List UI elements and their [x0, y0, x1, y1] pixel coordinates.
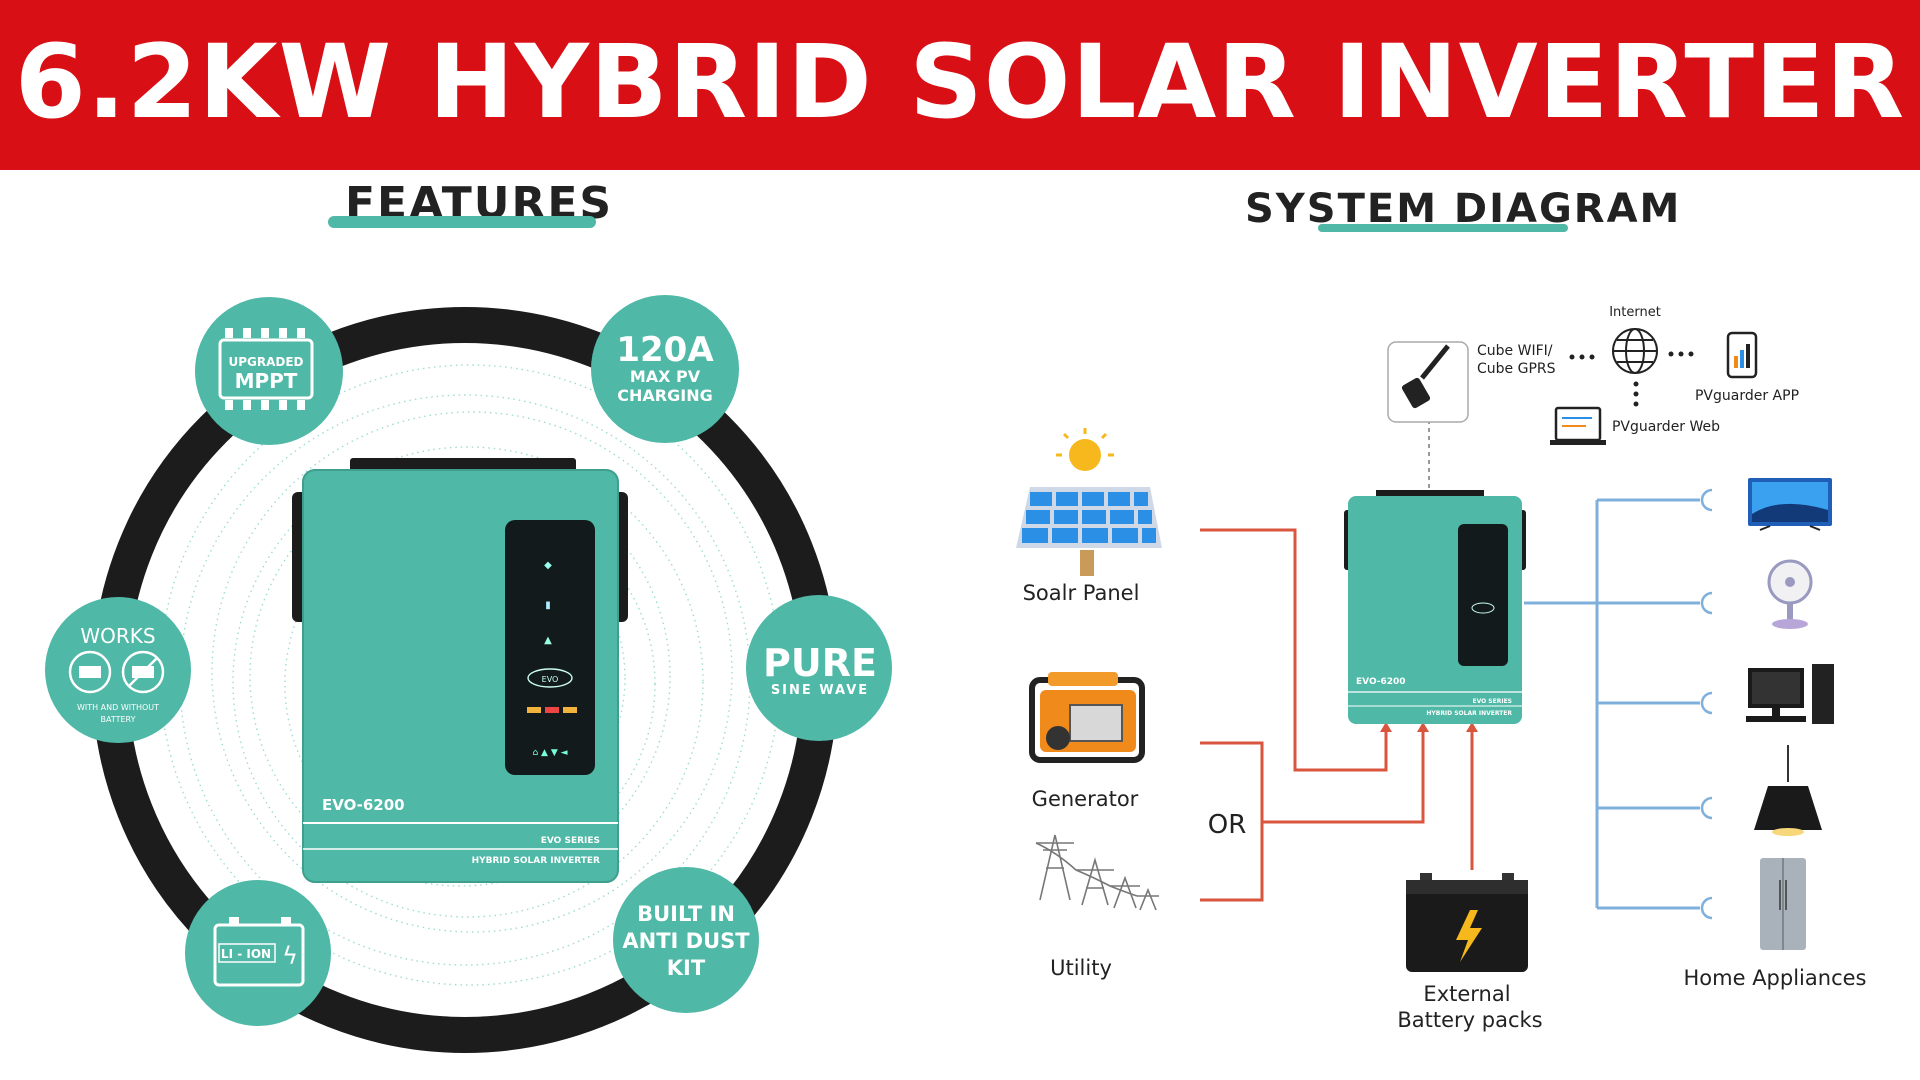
features-graphic: ◆ ▮ ▲ EVO ⌂ ▲ ▼ ◄ EVO-6200 EVO SERIES HY…: [45, 295, 892, 1053]
source-wiring: [1200, 528, 1474, 902]
svg-text:⌂ ▲ ▼ ◄: ⌂ ▲ ▼ ◄: [532, 748, 567, 758]
laptop-web-icon: [1550, 406, 1606, 445]
battery-label-line2: Battery packs: [1397, 1008, 1542, 1032]
phone-app-icon: [1726, 331, 1758, 379]
fan-icon: [1767, 559, 1813, 629]
badge-works-line2: WITH AND WITHOUT: [77, 703, 159, 712]
page-title: 6.2KW HYBRID SOLAR INVERTER: [14, 23, 1906, 142]
cube-wifi-icon: [1387, 341, 1469, 423]
badge-dust-line3: KIT: [667, 956, 706, 980]
computer-icon: [1746, 664, 1834, 724]
badge-works-line1: WORKS: [80, 624, 155, 648]
inverter-series: EVO SERIES: [541, 836, 600, 846]
battery-icon: [68, 650, 112, 694]
badge-120a: 120A MAX PV CHARGING: [591, 295, 739, 443]
badge-120a-line2: MAX PV: [630, 367, 701, 386]
badge-dust-line2: ANTI DUST: [622, 929, 750, 953]
badge-works-line3: BATTERY: [101, 715, 136, 724]
app-label: PVguarder APP: [1695, 388, 1799, 404]
cube-label-line1: Cube WIFI/: [1477, 343, 1553, 359]
badge-pure-line1: PURE: [763, 641, 877, 685]
inverter-unit: ◆ ▮ ▲ EVO ⌂ ▲ ▼ ◄ EVO-6200 EVO SERIES HY…: [292, 458, 628, 883]
utility-tower-icon: [1035, 834, 1159, 911]
inverter-type: HYBRID SOLAR INVERTER: [472, 856, 600, 866]
screen-logo: EVO: [542, 675, 559, 684]
pendant-lamp-icon: [1754, 745, 1822, 836]
load-wiring: [1524, 498, 1700, 910]
badge-li-ion-line1: LI - ION: [221, 947, 271, 961]
chip-icon: [218, 338, 314, 400]
badge-li-ion: LI - ION ϟ: [185, 880, 331, 1026]
generator-icon: [1029, 672, 1145, 763]
lithium-battery-icon: [213, 923, 305, 987]
badge-mppt-line1: UPGRADED: [228, 355, 303, 369]
battery-pack-icon: [1406, 873, 1528, 972]
features-underline: [328, 216, 596, 228]
or-label: OR: [1208, 810, 1247, 840]
svg-text:▲: ▲: [544, 635, 552, 646]
badge-pure-line2: SINE WAVE: [771, 683, 869, 698]
svg-text:ϟ: ϟ: [282, 942, 298, 970]
globe-icon: [1612, 328, 1658, 374]
title-banner: [0, 0, 1920, 170]
inverter-model: EVO-6200: [322, 796, 405, 814]
badge-120a-line3: CHARGING: [617, 386, 712, 405]
diagram-inverter: EVO-6200 EVO SERIES HYBRID SOLAR INVERTE…: [1344, 490, 1526, 724]
system-diagram-underline: [1318, 224, 1568, 232]
solar-panel-label: Soalr Panel: [1023, 581, 1140, 605]
cube-label-line2: Cube GPRS: [1477, 361, 1556, 377]
diagram-inverter-series: EVO SERIES: [1472, 698, 1512, 705]
tv-icon: [1748, 478, 1832, 531]
fridge-icon: [1760, 858, 1806, 950]
badge-120a-line1: 120A: [616, 330, 714, 370]
badge-mppt: UPGRADED MPPT: [195, 297, 343, 445]
battery-label-line1: External: [1423, 982, 1510, 1006]
badge-works: WORKS WITH AND WITHOUT BATTERY: [45, 597, 191, 743]
web-label: PVguarder Web: [1612, 419, 1720, 435]
solar-panel-icon: [1016, 428, 1162, 576]
home-appliances-label: Home Appliances: [1684, 966, 1867, 990]
diagram-inverter-type: HYBRID SOLAR INVERTER: [1426, 710, 1512, 717]
generator-label: Generator: [1032, 787, 1139, 811]
system-diagram: EVO-6200 EVO SERIES HYBRID SOLAR INVERTE…: [1016, 305, 1867, 1032]
badge-pure-sine: PURE SINE WAVE: [746, 595, 892, 741]
badge-mppt-line2: MPPT: [235, 369, 298, 393]
no-battery-icon: [121, 650, 165, 694]
internet-label: Internet: [1609, 305, 1661, 320]
svg-text:▮: ▮: [545, 600, 551, 611]
svg-text:◆: ◆: [544, 560, 552, 571]
utility-label: Utility: [1050, 956, 1112, 980]
badge-anti-dust: BUILT IN ANTI DUST KIT: [613, 867, 759, 1013]
plug-icons: [1700, 488, 1713, 920]
badge-dust-line1: BUILT IN: [637, 902, 735, 926]
diagram-inverter-model: EVO-6200: [1356, 677, 1406, 687]
